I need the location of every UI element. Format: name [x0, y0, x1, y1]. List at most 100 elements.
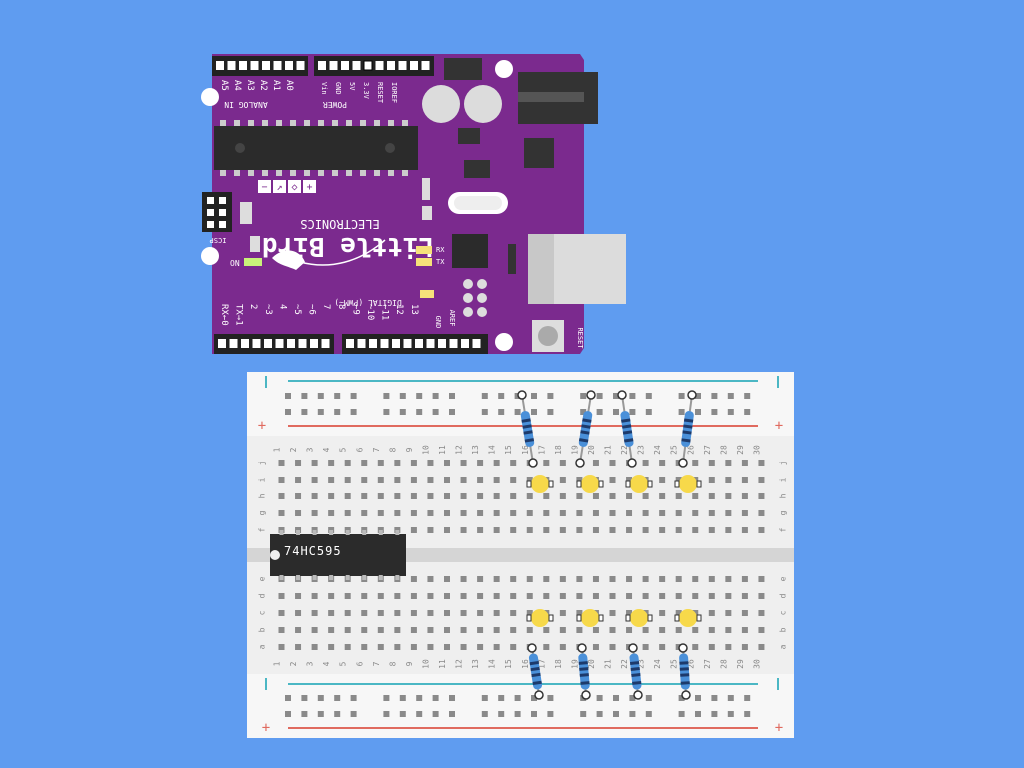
terminal-hole[interactable] [659, 576, 666, 582]
rail-hole[interactable] [449, 409, 455, 415]
rail-hole[interactable] [285, 409, 291, 415]
terminal-hole[interactable] [642, 576, 649, 582]
terminal-hole[interactable] [626, 527, 633, 533]
terminal-hole[interactable] [576, 593, 583, 599]
terminal-hole[interactable] [708, 493, 715, 499]
icsp2-pin[interactable] [463, 293, 473, 303]
rail-hole[interactable] [744, 695, 751, 701]
terminal-hole[interactable] [741, 610, 748, 616]
shift-register-chip[interactable]: 74HC595 [270, 530, 406, 580]
rail-hole[interactable] [531, 393, 537, 399]
rail-hole[interactable] [678, 711, 685, 717]
rail-hole[interactable] [383, 409, 390, 415]
rail-hole[interactable] [317, 695, 324, 701]
terminal-hole[interactable] [493, 593, 500, 599]
terminal-hole[interactable] [675, 477, 682, 483]
header-pin[interactable] [285, 61, 293, 70]
header-pin[interactable] [363, 60, 373, 71]
icsp2-pin[interactable] [477, 279, 487, 289]
terminal-hole[interactable] [559, 460, 566, 466]
terminal-hole[interactable] [394, 610, 401, 616]
rail-hole[interactable] [744, 711, 751, 717]
terminal-hole[interactable] [576, 477, 583, 483]
rail-hole[interactable] [531, 695, 537, 701]
terminal-hole[interactable] [692, 627, 699, 633]
terminal-hole[interactable] [361, 460, 368, 466]
terminal-hole[interactable] [328, 493, 335, 499]
terminal-hole[interactable] [278, 593, 285, 599]
header-pin[interactable] [241, 339, 249, 348]
terminal-hole[interactable] [642, 644, 649, 650]
terminal-hole[interactable] [410, 477, 417, 483]
led[interactable] [576, 475, 604, 493]
terminal-hole[interactable] [278, 493, 285, 499]
header-pin[interactable] [227, 61, 236, 70]
resistor[interactable] [517, 390, 538, 468]
terminal-hole[interactable] [344, 644, 351, 650]
terminal-hole[interactable] [444, 610, 450, 616]
terminal-hole[interactable] [295, 493, 302, 499]
rail-hole[interactable] [547, 393, 554, 399]
rail-hole[interactable] [481, 409, 488, 415]
terminal-hole[interactable] [493, 576, 500, 582]
terminal-hole[interactable] [510, 493, 517, 499]
terminal-hole[interactable] [659, 610, 666, 616]
led[interactable] [625, 609, 653, 627]
terminal-hole[interactable] [427, 527, 434, 533]
resistor[interactable] [577, 643, 591, 700]
terminal-hole[interactable] [526, 477, 533, 483]
terminal-hole[interactable] [741, 644, 748, 650]
terminal-hole[interactable] [642, 627, 649, 633]
breadboard[interactable]: + + + + 11223344556677889910101111121213… [247, 372, 794, 738]
terminal-hole[interactable] [377, 493, 384, 499]
terminal-hole[interactable] [692, 493, 699, 499]
rail-hole[interactable] [399, 695, 406, 701]
terminal-hole[interactable] [427, 593, 434, 599]
rail-hole[interactable] [334, 409, 341, 415]
terminal-hole[interactable] [758, 527, 765, 533]
terminal-hole[interactable] [493, 627, 500, 633]
rail-hole[interactable] [350, 409, 357, 415]
header-pin[interactable] [262, 61, 270, 70]
terminal-hole[interactable] [741, 510, 748, 516]
led[interactable] [674, 475, 702, 493]
terminal-hole[interactable] [377, 477, 384, 483]
terminal-hole[interactable] [477, 460, 484, 466]
rail-hole[interactable] [514, 711, 521, 717]
header-pin[interactable] [275, 339, 284, 348]
rail-hole[interactable] [317, 711, 324, 717]
terminal-hole[interactable] [394, 477, 401, 483]
rail-hole[interactable] [547, 695, 554, 701]
power-header[interactable] [212, 56, 308, 76]
terminal-hole[interactable] [592, 576, 599, 582]
terminal-hole[interactable] [725, 576, 732, 582]
rail-hole[interactable] [531, 711, 537, 717]
terminal-hole[interactable] [708, 627, 715, 633]
terminal-hole[interactable] [725, 493, 732, 499]
terminal-hole[interactable] [741, 576, 748, 582]
terminal-hole[interactable] [344, 593, 351, 599]
terminal-hole[interactable] [576, 610, 583, 616]
terminal-hole[interactable] [427, 460, 434, 466]
terminal-hole[interactable] [692, 576, 699, 582]
terminal-hole[interactable] [460, 593, 467, 599]
terminal-hole[interactable] [609, 627, 616, 633]
terminal-hole[interactable] [377, 610, 384, 616]
header-pin[interactable] [357, 339, 366, 348]
rail-hole[interactable] [399, 409, 406, 415]
terminal-hole[interactable] [477, 477, 484, 483]
rail-hole[interactable] [596, 409, 603, 415]
terminal-hole[interactable] [394, 510, 401, 516]
terminal-hole[interactable] [328, 627, 335, 633]
rail-hole[interactable] [596, 393, 603, 399]
terminal-hole[interactable] [659, 477, 666, 483]
terminal-hole[interactable] [460, 610, 467, 616]
header-pin[interactable] [438, 339, 446, 348]
terminal-hole[interactable] [377, 510, 384, 516]
led[interactable] [625, 475, 653, 493]
terminal-hole[interactable] [758, 593, 765, 599]
terminal-hole[interactable] [559, 527, 566, 533]
terminal-hole[interactable] [741, 527, 748, 533]
header-pin[interactable] [472, 339, 481, 348]
terminal-hole[interactable] [394, 460, 401, 466]
